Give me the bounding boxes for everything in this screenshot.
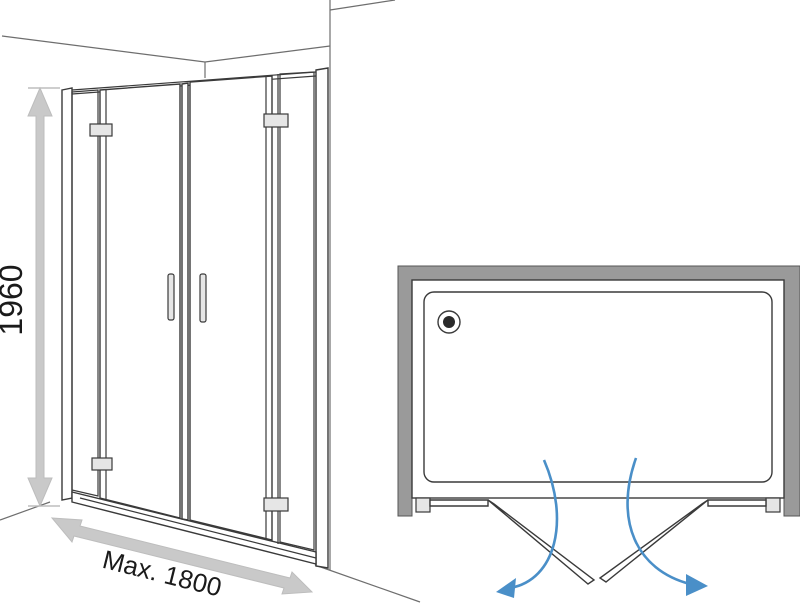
plan-door-right-open [598,499,709,583]
left-door-panel [99,83,181,519]
hinge-bottom-right [263,497,289,512]
height-label: 1960 [0,264,29,335]
hinge-top-right [263,113,289,128]
door-enclosure [61,67,329,569]
plan-view [397,265,800,598]
swing-arrow-left-icon [496,459,559,598]
width-dimension-arrow [50,517,314,595]
height-dimension-arrow [27,86,60,508]
right-door-panel [189,75,273,541]
swing-arrow-right-icon [626,457,708,596]
plan-door-left-open [487,499,596,585]
plan-fixed-panel-left [429,499,489,507]
plan-wall-profile-left [415,497,431,513]
hinge-top-left [89,123,113,137]
hinge-bottom-left [91,457,113,471]
drain-icon [437,310,461,334]
shower-tray-basin [423,291,773,483]
plan-fixed-panel-right [707,499,767,507]
plan-wall-profile-right [765,497,781,513]
handle-left [167,273,175,321]
room-walls [0,0,421,603]
handle-right [199,273,207,323]
front-view: 1960 Max. 1800 [0,0,421,603]
